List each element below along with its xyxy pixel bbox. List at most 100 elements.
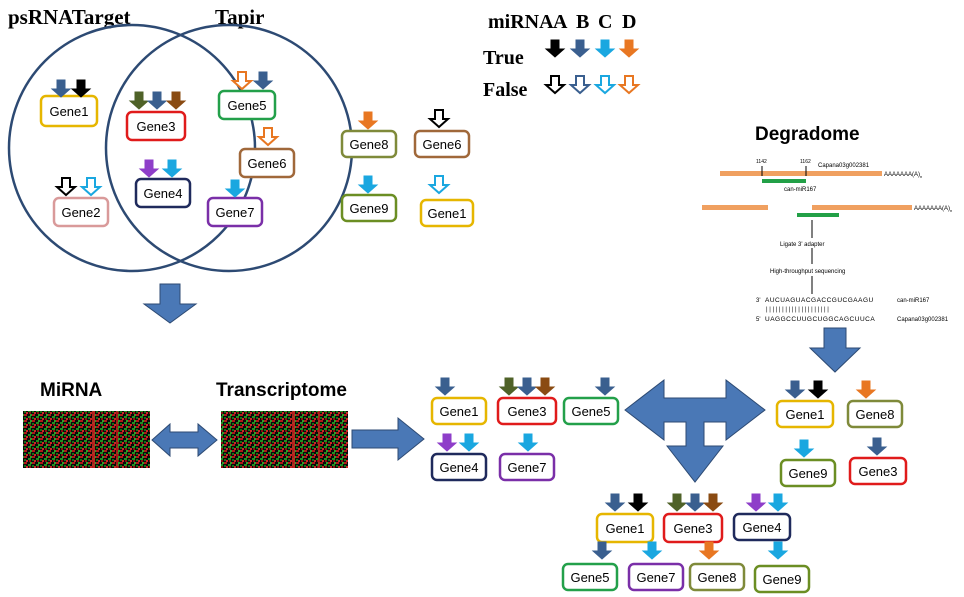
true-arrow-d-47 <box>698 541 720 560</box>
gene-box-g3 <box>496 396 558 426</box>
cleaved-fragment-5 <box>702 205 768 210</box>
true-arrow-b-33 <box>784 380 806 399</box>
true-arrow-b-13 <box>146 91 168 110</box>
true-arrow-olive-26 <box>498 377 520 396</box>
gene-label-g8: Gene8 <box>855 407 894 422</box>
true-arrow-d-35 <box>855 380 877 399</box>
gene-label-g5: Gene5 <box>571 404 610 419</box>
true-arrow-b-41 <box>684 493 706 512</box>
gene-box-g7 <box>498 452 556 482</box>
false-arrow-d-17 <box>230 71 254 91</box>
seq-top: AUCUAGUACGACCGUCGAAGU <box>765 297 874 304</box>
tapir-circle <box>104 23 354 273</box>
gene-box-g1 <box>39 94 99 128</box>
true-arrow-c-16 <box>161 159 183 178</box>
double-arrow-mirna-transcriptome <box>151 422 218 458</box>
true-arrow-b-27 <box>516 377 538 396</box>
false-arrow-c-24 <box>427 175 451 195</box>
seq-top-label: can-miR167 <box>897 298 930 304</box>
gene-box-g1 <box>430 396 488 426</box>
gene-box-g3 <box>662 512 724 544</box>
gene-box-g6 <box>238 147 296 179</box>
gene-box-g7 <box>627 562 685 592</box>
true-arrow-b-25 <box>434 377 456 396</box>
true-arrow-c-48 <box>767 541 789 560</box>
gene-box-g2 <box>52 196 110 228</box>
true-arrow-c-20 <box>224 179 246 198</box>
true-arrow-b-45 <box>591 541 613 560</box>
legend-col-b: B <box>576 11 589 33</box>
gene-label-g8: Gene8 <box>349 137 388 152</box>
true-arrow-b-38 <box>604 493 626 512</box>
legend-false-label: False <box>483 79 528 101</box>
true-arrow-purple-30 <box>436 433 458 452</box>
seq-bottom: UAGGCCUUGCUGGCAGCUUCA <box>765 316 875 323</box>
gene-label-g5: Gene5 <box>227 98 266 113</box>
gene-label-g3: Gene3 <box>858 464 897 479</box>
gene-box-g4 <box>134 177 192 209</box>
gene-label-g8: Gene8 <box>697 570 736 585</box>
gene-box-g9 <box>779 458 837 488</box>
legend-header: miRNA <box>488 11 554 33</box>
gene-box-g9 <box>340 193 398 223</box>
down-arrow-degradome <box>808 327 862 373</box>
true-arrow-d-21 <box>357 111 379 130</box>
true-arrow-olive-40 <box>666 493 688 512</box>
gene-box-g7 <box>206 196 264 228</box>
false-arrow-b-5 <box>568 75 592 95</box>
step-sequencing: High-throughput sequencing <box>770 269 845 275</box>
gene-label-g9: Gene9 <box>788 466 827 481</box>
mirna-heatmap-stripe-2 <box>116 411 118 468</box>
legend-true-label: True <box>483 47 524 69</box>
true-arrow-brown-28 <box>534 377 556 396</box>
false-arrow-a-4 <box>543 75 567 95</box>
true-arrow-c-23 <box>357 175 379 194</box>
mirna-title: MiRNA <box>40 380 103 401</box>
gene-label-g7: Gene7 <box>507 460 546 475</box>
target-gene-id: Capana03g002381 <box>818 163 870 169</box>
true-arrow-b-37 <box>866 437 888 456</box>
polya-tail-1: AAAAAAA(A)n <box>884 172 922 179</box>
gene-box-g9 <box>753 564 811 594</box>
gene-box-g8 <box>846 399 904 429</box>
transcript-bar-1 <box>720 171 882 176</box>
gene-label-g3: Gene3 <box>507 404 546 419</box>
gene-box-g1 <box>595 512 655 544</box>
false-arrow-a-10 <box>54 177 78 197</box>
psrnatarget-circle <box>7 23 257 273</box>
legend-col-d: D <box>622 11 636 33</box>
false-arrow-d-19 <box>256 127 280 147</box>
true-arrow-a-0 <box>544 39 566 58</box>
gene-box-g5 <box>561 562 619 592</box>
true-arrow-purple-43 <box>745 493 767 512</box>
gene-label-g1: Gene1 <box>785 407 824 422</box>
mirna-bind-bar-1 <box>762 179 806 183</box>
true-arrow-a-39 <box>627 493 649 512</box>
gene-box-g4 <box>430 452 488 482</box>
gene-label-g4: Gene4 <box>742 520 781 535</box>
false-arrow-c-6 <box>593 75 617 95</box>
true-arrow-brown-14 <box>165 91 187 110</box>
true-arrow-c-2 <box>594 39 616 58</box>
mirna-heatmap <box>23 411 150 468</box>
gene-label-g6: Gene6 <box>422 137 461 152</box>
false-arrow-c-11 <box>79 177 103 197</box>
gene-label-g4: Gene4 <box>439 460 478 475</box>
gene-label-g7: Gene7 <box>636 570 675 585</box>
gene-box-g1 <box>419 198 475 228</box>
false-arrow-a-22 <box>427 109 451 129</box>
gene-box-g3 <box>125 110 187 142</box>
false-arrow-d-7 <box>617 75 641 95</box>
gene-label-g1: Gene1 <box>427 206 466 221</box>
transcriptome-heatmap-stripe <box>292 411 295 468</box>
gene-label-g1: Gene1 <box>605 521 644 536</box>
gene-label-g4: Gene4 <box>143 186 182 201</box>
true-arrow-b-1 <box>569 39 591 58</box>
psrnatarget-title: psRNATarget <box>8 5 131 29</box>
gene-box-g4 <box>732 512 792 542</box>
seq-bottom-label: Capana03g002381 <box>897 317 949 323</box>
seq-bottom-prefix: 5' <box>756 317 760 323</box>
gene-box-g8 <box>688 562 746 592</box>
gene-box-g8 <box>340 129 398 159</box>
